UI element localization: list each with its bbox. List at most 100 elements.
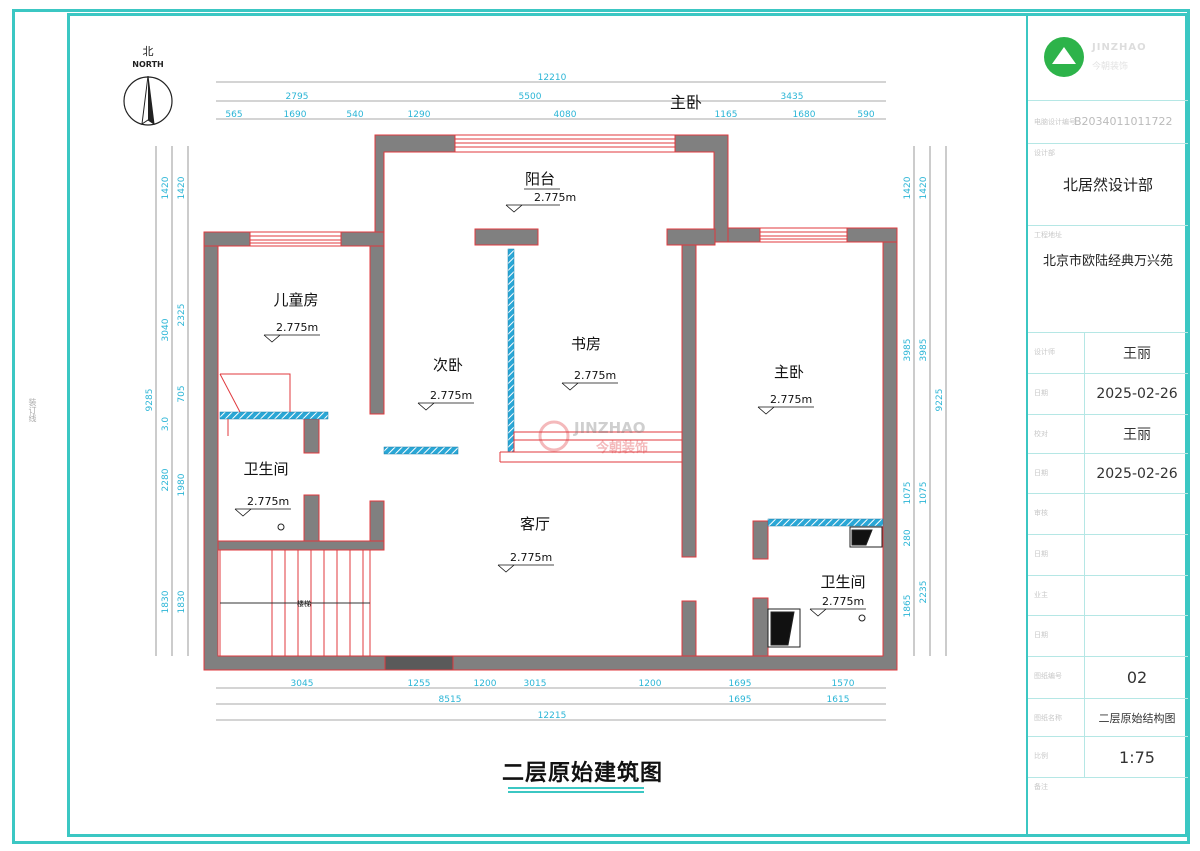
tb-row-date2: 日期 2025-02-26 (1028, 454, 1188, 494)
room-bath2-level: 2.775m (822, 595, 864, 608)
room-kids-name: 儿童房 (273, 291, 318, 309)
dim-top-detail-2: 1690 (284, 110, 307, 120)
logo-text: JINZHAO (1092, 42, 1147, 53)
dim-top-detail-5: 4080 (554, 110, 577, 120)
tb-date1-label: 日期 (1034, 389, 1048, 397)
tb-reviewer-label: 审核 (1034, 509, 1048, 517)
outer-frame (12, 9, 1190, 844)
watermark: JINZHAO 今朝装饰 (538, 419, 648, 456)
dim-bottom-mid-3: 1615 (827, 695, 850, 705)
tb-dept-value: 北居然设计部 (1062, 176, 1153, 194)
dim-bottom-detail-3: 1200 (474, 679, 497, 689)
dim-left-inner-2: 2325 (177, 304, 187, 327)
tb-row-checker: 校对 王丽 (1028, 415, 1188, 454)
tb-reviewer-value (1086, 494, 1188, 534)
tb-date1-value: 2025-02-26 (1096, 386, 1178, 402)
tb-row-date1: 日期 2025-02-26 (1028, 374, 1188, 415)
dim-left-mid-4: 2280 (161, 468, 171, 491)
dimension-text: 12210 2795 5500 3435 565 1690 540 1290 4… (225, 73, 874, 721)
dim-left-inner-1: 1420 (177, 176, 187, 199)
tb-project-label: 工程地址 (1034, 231, 1062, 239)
fixture-lines (219, 373, 683, 657)
beams (219, 248, 884, 527)
dim-bottom-mid-2: 1695 (729, 695, 752, 705)
dim-right-mid-2: 3985 (919, 339, 929, 362)
tb-code-row: 电脑设计编号 B2034011011722 (1028, 100, 1188, 144)
dim-left-mid-1: 1420 (161, 176, 171, 199)
tb-row-date4: 日期 (1028, 616, 1188, 657)
top-room-label: 主卧 (670, 93, 702, 112)
dim-right-outer: 9225 (935, 389, 945, 412)
tb-project-value: 北京市欧陆经典万兴苑 (1042, 253, 1173, 269)
binding-gutter-label: 装订线 (28, 398, 37, 422)
dim-right-inner-5: 1865 (903, 595, 913, 618)
tb-date4-label: 日期 (1034, 631, 1048, 639)
logo-text-cn: 今朝装饰 (1092, 62, 1129, 72)
dim-top-detail-3: 540 (346, 110, 363, 120)
tb-code-label: 电脑设计编号 (1034, 118, 1076, 126)
room-bath2-name: 卫生间 (820, 573, 865, 591)
tb-row-drawing-no: 图纸编号 02 (1028, 657, 1188, 699)
north-en-label: NORTH (132, 60, 163, 69)
tb-drawing-name-label: 图纸名称 (1034, 714, 1062, 722)
north-arrow: 北 NORTH (123, 45, 173, 126)
dim-top-detail-1: 565 (225, 110, 242, 120)
room-balcony-level: 2.775m (534, 191, 576, 204)
dim-right-inner-3: 1075 (903, 482, 913, 505)
dim-right-mid-1: 1420 (919, 176, 929, 199)
dim-top-detail-4: 1290 (408, 110, 431, 120)
tb-dept-row: 设计部 北居然设计部 (1028, 144, 1188, 226)
tb-row-notes: 备注 (1028, 778, 1188, 837)
tb-date2-label: 日期 (1034, 469, 1048, 477)
dim-right-mid-3: 1075 (919, 482, 929, 505)
dim-left-inner-3: 705 (177, 385, 187, 402)
tb-drawing-no-label: 图纸编号 (1034, 672, 1062, 680)
watermark-cn: 今朝装饰 (595, 440, 648, 456)
room-labels: 阳台 2.775m 儿童房 2.775m 次卧 2.775m 书房 2.775m… (234, 170, 866, 617)
dim-left-inner-4: 1980 (177, 473, 187, 496)
floor-plan: 北 NORTH (123, 45, 947, 721)
room-study-name: 书房 (571, 335, 601, 353)
windows (249, 134, 848, 247)
tb-project-row: 工程地址 北京市欧陆经典万兴苑 (1028, 226, 1188, 333)
tb-row-designer: 设计师 王丽 (1028, 333, 1188, 374)
logo-row: JINZHAO 今朝装饰 (1028, 13, 1188, 101)
tb-scale-value: 1:75 (1119, 747, 1155, 767)
tb-date4-value (1086, 616, 1188, 656)
tb-designer-label: 设计师 (1034, 348, 1055, 356)
dim-top-mid-1: 2795 (286, 92, 309, 102)
dim-bottom-detail-6: 1695 (729, 679, 752, 689)
dim-bottom-total: 12215 (538, 711, 567, 721)
dimension-lines (155, 81, 947, 721)
title-underline (508, 787, 644, 793)
room-living-level: 2.775m (510, 551, 552, 564)
room-balcony-name: 阳台 (525, 170, 555, 188)
dim-bottom-mid-1: 8515 (439, 695, 462, 705)
dim-top-mid-2: 5500 (519, 92, 542, 102)
watermark-brand: JINZHAO (573, 419, 646, 437)
room-study-level: 2.775m (574, 369, 616, 382)
title-block: JINZHAO 今朝装饰 电脑设计编号 B2034011011722 设计部 北… (1026, 13, 1188, 837)
dim-left-mid-2: 3040 (161, 318, 171, 341)
toilet-fixtures (277, 523, 883, 648)
dim-right-inner-1: 1420 (903, 176, 913, 199)
dim-bottom-detail-5: 1200 (639, 679, 662, 689)
inner-frame (67, 13, 1188, 837)
room-second-bedroom-level: 2.775m (430, 389, 472, 402)
dim-left-mid-5: 1830 (161, 590, 171, 613)
room-kids-level: 2.775m (276, 321, 318, 334)
stair-label: 楼梯 (297, 599, 311, 608)
dim-bottom-detail-1: 3045 (291, 679, 314, 689)
tb-row-drawing-name: 图纸名称 二层原始结构图 (1028, 699, 1188, 737)
tb-designer-value: 王丽 (1123, 346, 1151, 362)
tb-owner-value (1086, 576, 1188, 615)
dim-top-detail-6: 1165 (715, 110, 738, 120)
tb-code-value: B2034011011722 (1074, 115, 1173, 128)
tb-scale-label: 比例 (1034, 752, 1048, 760)
tb-date3-label: 日期 (1034, 550, 1048, 558)
tb-dept-label: 设计部 (1034, 149, 1055, 157)
company-logo-icon (1044, 37, 1084, 77)
dimension-text-vertical: 9285 1420 3040 3.0 2280 1830 1420 2325 7… (145, 176, 945, 617)
tb-row-date3: 日期 (1028, 535, 1188, 576)
tb-row-owner: 业主 (1028, 576, 1188, 616)
